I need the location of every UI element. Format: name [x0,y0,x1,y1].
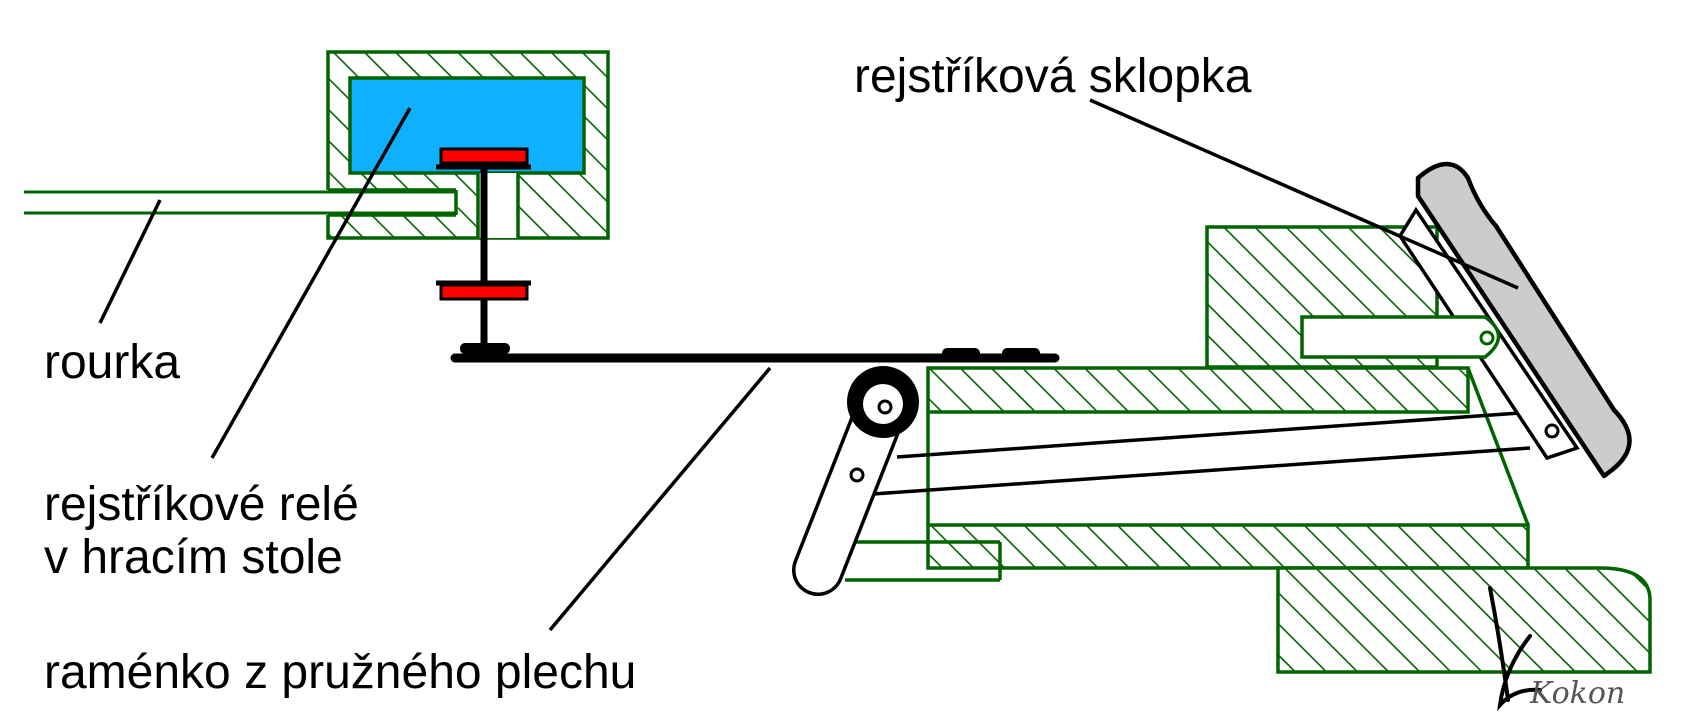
leader-tube [98,199,162,324]
membrane-stem-assembly [436,147,531,357]
connecting-bar [1300,315,1501,359]
label-register-flap: rejstříková sklopka [854,50,1252,103]
label-relay-line2: v hracím stole [44,531,343,584]
windchest [845,225,1652,674]
trackers [872,411,1531,496]
leader-spring-arm [548,366,772,632]
top-board [926,366,1470,414]
lower-membrane [439,283,529,301]
leader-relay [210,107,412,459]
spring-arm [450,348,1060,363]
relay-housing [326,50,610,240]
register-flap [1415,161,1632,479]
leader-register-flap [1089,98,1519,290]
leader-lines [98,98,1519,632]
signature-text: Kokon [1529,676,1625,711]
author-signature: Kokon [1488,586,1625,712]
bottom-board [926,523,1530,570]
upper-membrane [439,147,529,165]
tube [24,190,456,215]
rotating-lever [792,366,919,596]
label-spring-arm: raménko z pružného plechu [44,646,636,699]
label-tube: rourka [44,336,180,389]
label-relay-line1: rejstříkové relé [44,478,359,531]
base-block [1276,566,1652,674]
